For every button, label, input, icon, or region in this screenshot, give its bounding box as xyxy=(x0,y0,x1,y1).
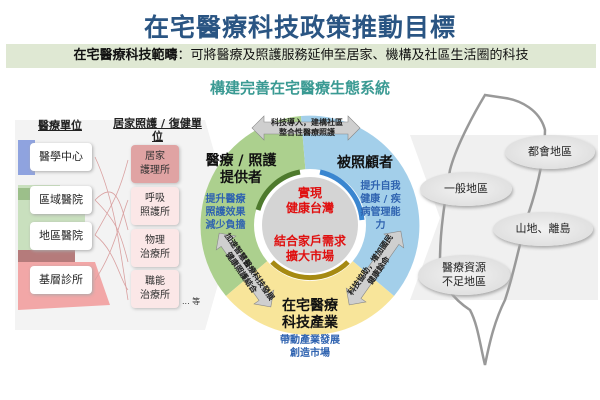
industry-title: 在宅醫療 科技產業 xyxy=(282,298,338,331)
care-unit-item: 職能 治療所 xyxy=(131,270,179,308)
center-goal-text: 實現 健康台灣 xyxy=(285,186,334,215)
arrow-top-text: 科技導入，建構社區 整合性醫療照護 xyxy=(271,118,343,137)
arrow-right xyxy=(345,230,405,306)
arrow-top xyxy=(251,115,361,141)
scope-label: 在宅醫療科技範疇 xyxy=(73,48,178,63)
page-title: 在宅醫療科技政策推動目標 xyxy=(143,13,456,42)
region-mountain-island: 山地、離島 xyxy=(493,212,593,246)
ring-blue xyxy=(319,169,365,221)
scope-separator: ： xyxy=(177,48,191,63)
etc-label: ... 等 xyxy=(182,297,201,306)
care-units-header: 居家照護 / 復健單位 xyxy=(113,117,202,143)
connector-lines xyxy=(94,156,129,301)
pyramid-red-band xyxy=(18,250,75,262)
medical-unit-item: 基層診所 xyxy=(30,266,92,294)
medical-unit-item: 醫學中心 xyxy=(30,143,92,171)
recipients-desc: 提升自我 健康 / 疾 病管理能 力 xyxy=(360,181,401,231)
subtitle: 構建完善在宅醫療生態系統 xyxy=(209,79,390,97)
region-underserved: 醫療資源 不足地區 xyxy=(418,255,510,295)
ring-gold xyxy=(270,260,350,281)
industry-desc: 帶動產業發展 創造市場 xyxy=(280,335,340,359)
region-general: 一般地區 xyxy=(420,172,512,206)
medical-units-header: 醫療單位 xyxy=(38,119,82,132)
region-urban: 都會地區 xyxy=(505,135,595,169)
care-unit-item: 物理 治療所 xyxy=(131,229,179,267)
ring-green xyxy=(255,169,301,211)
providers-title: 醫療 / 照護 提供者 xyxy=(205,153,277,186)
center-market-text: 結合家戶需求 擴大市場 xyxy=(273,234,346,263)
providers-desc: 提升醫療 照護效果 減少負擔 xyxy=(205,194,246,231)
scope-banner: 在宅醫療科技範疇：可將醫療及照護服務延伸至居家、機構及社區生活圈的科技 xyxy=(6,44,596,68)
care-unit-item: 居家 護理所 xyxy=(131,145,179,183)
care-unit-item: 呼吸 照護所 xyxy=(131,187,179,225)
scope-text: 可將醫療及照護服務延伸至居家、機構及社區生活圈的科技 xyxy=(190,48,529,63)
medical-unit-item: 地區醫院 xyxy=(30,222,92,250)
medical-unit-item: 區域醫院 xyxy=(30,186,92,214)
center-circle xyxy=(262,177,358,273)
recipients-title: 被照顧者 xyxy=(337,155,393,171)
arrow-left xyxy=(215,232,275,308)
